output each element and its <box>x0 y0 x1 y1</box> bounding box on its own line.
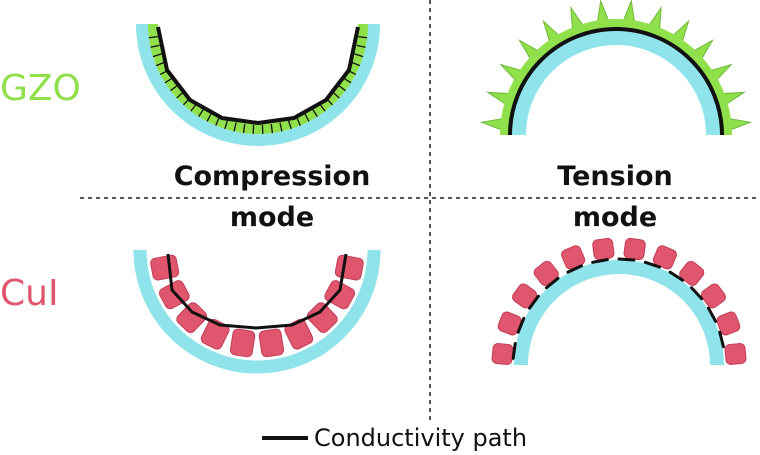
cui-grain <box>306 302 338 334</box>
cui-grain <box>176 302 208 334</box>
cui-grain <box>258 328 285 358</box>
cui-grain <box>229 328 256 358</box>
cui-grain <box>200 318 230 350</box>
cui-grain <box>716 311 741 336</box>
legend-conductivity-label: Conductivity path <box>314 424 527 452</box>
path-segment <box>516 316 526 334</box>
gzo-tension-panel <box>479 0 753 136</box>
cui-grain <box>623 237 646 261</box>
cui-tension-substrate <box>514 260 724 366</box>
cui-grain <box>334 254 364 281</box>
cui-grain <box>592 237 615 261</box>
crack-tick <box>337 84 346 92</box>
crack-tick <box>351 61 361 67</box>
crack-tick <box>206 113 212 122</box>
path-segment <box>566 264 584 274</box>
path-segment <box>544 276 560 290</box>
cui-compression-panel <box>133 249 381 374</box>
cui-grain <box>700 283 726 309</box>
cui-compression-substrate <box>133 249 381 374</box>
compression-mode-subtitle: mode <box>230 202 314 233</box>
gzo-tension-film <box>500 19 732 136</box>
crack-tick <box>358 36 368 39</box>
cui-grain <box>679 260 705 286</box>
legend: Conductivity path <box>262 424 527 452</box>
path-segment <box>591 258 609 264</box>
cui-grain <box>150 254 180 281</box>
gzo-row-label: GZO <box>0 68 81 109</box>
gzo-compression-conductivity-path <box>156 26 360 125</box>
tension-mode-title: Tension <box>557 161 672 192</box>
path-segment <box>668 270 685 282</box>
crack-tick <box>198 108 205 118</box>
crack-tick <box>296 117 301 126</box>
path-segment <box>718 330 725 349</box>
crack-tick <box>279 122 283 132</box>
gzo-tension-substrate <box>510 29 722 136</box>
cui-grain <box>324 280 356 310</box>
gzo-compression-panel <box>136 23 380 146</box>
crack-tick <box>150 44 160 48</box>
crack-tick <box>148 36 158 39</box>
crack-tick <box>242 124 246 134</box>
gzo-tension-fragments <box>479 0 753 134</box>
crack-tick <box>155 61 165 67</box>
crack-tick <box>270 124 274 134</box>
crack-tick <box>304 113 310 122</box>
path-segment <box>528 294 540 310</box>
path-segment <box>643 260 662 269</box>
path-segment <box>617 257 636 262</box>
cui-grain <box>284 318 314 350</box>
crack-tick <box>311 108 318 118</box>
cui-grain <box>724 343 747 365</box>
compression-mode-title: Compression <box>174 161 371 192</box>
crack-tick <box>224 120 229 130</box>
tension-mode-subtitle: mode <box>573 202 657 233</box>
cui-tension-panel <box>491 237 747 366</box>
cui-compression-conductivity-path <box>166 253 348 330</box>
path-segment <box>511 342 517 360</box>
cui-grain <box>491 343 514 365</box>
crack-tick <box>354 53 364 58</box>
cui-row-label: CuI <box>0 273 59 314</box>
gzo-compression-substrate <box>136 23 380 146</box>
crack-tick <box>233 122 237 132</box>
crack-tick <box>287 120 292 130</box>
crack-tick <box>152 53 162 58</box>
crack-tick <box>170 84 179 92</box>
gzo-tension-conductivity-path <box>508 27 724 136</box>
gzo-compression-cracks <box>148 36 368 134</box>
crack-tick <box>356 44 366 48</box>
crack-tick <box>215 117 220 126</box>
cui-tension-conductivity-path <box>511 257 725 360</box>
path-segment <box>690 286 704 301</box>
path-segment <box>706 306 718 323</box>
